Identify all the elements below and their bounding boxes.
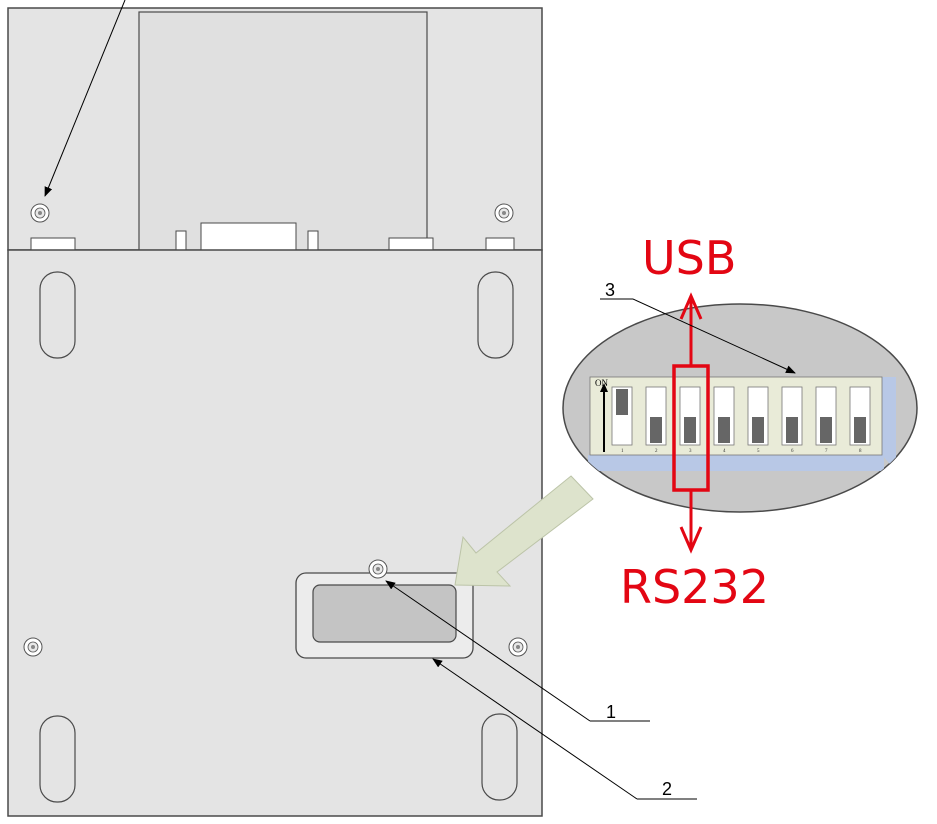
db9-connector <box>200 222 297 251</box>
rs232-arrow-head <box>679 526 703 554</box>
usb-arrow-head <box>679 292 703 320</box>
dip-switch-number: 2 <box>655 449 658 454</box>
dip-switch-number: 5 <box>757 449 760 454</box>
dip-switch-base <box>588 455 884 471</box>
dip-switch-number: 4 <box>723 449 726 454</box>
latch-center-right <box>388 237 434 251</box>
dip-switch-knob <box>854 417 866 443</box>
callout-2: 2 <box>662 779 672 799</box>
latch-left <box>30 237 76 251</box>
slot-bottom-left <box>39 715 76 803</box>
dip-switch-4[interactable]: 4 <box>713 386 735 454</box>
screw-top-left <box>30 203 50 223</box>
connector-pin-left <box>175 230 187 251</box>
dip-switch-8[interactable]: 8 <box>849 386 871 454</box>
screw-mid-left <box>23 637 43 657</box>
slot-top-left <box>39 271 76 359</box>
dip-switch-body <box>589 376 883 456</box>
dip-switch-knob <box>752 417 764 443</box>
dip-switch-1[interactable]: 1 <box>611 386 633 454</box>
dip-switch-number: 3 <box>689 449 692 454</box>
dip-switch-number: 8 <box>859 449 862 454</box>
latch-right <box>485 237 515 251</box>
screw-top-right <box>494 203 514 223</box>
zoom-pointer-arrow <box>454 475 594 587</box>
callout-3: 3 <box>605 280 615 300</box>
on-label: ON <box>595 378 608 388</box>
dip-switch-knob <box>718 417 730 443</box>
callout-lines <box>44 0 796 800</box>
dip-switch-2[interactable]: 2 <box>645 386 667 454</box>
dip-switch-knob <box>684 417 696 443</box>
switch-3-highlight <box>672 292 710 554</box>
lower-housing <box>7 249 543 817</box>
leader-top <box>44 0 126 197</box>
leader-3-arrow <box>632 298 796 374</box>
dip-switch-5[interactable]: 5 <box>747 386 769 454</box>
dip-switch-knob <box>650 417 662 443</box>
dip-switch-number: 7 <box>825 449 828 454</box>
dip-switch-7[interactable]: 7 <box>815 386 837 454</box>
screw-mid-right <box>508 637 528 657</box>
upper-housing <box>7 7 543 251</box>
dip-switch-number: 1 <box>621 449 624 454</box>
dip-switch-knob <box>820 417 832 443</box>
leader-1-arrow <box>385 580 591 722</box>
slot-top-right <box>477 271 514 359</box>
leader-2-arrow <box>432 658 638 800</box>
screw-switch-cover <box>368 559 388 579</box>
dip-switch-knob <box>786 417 798 443</box>
usb-label: USB <box>642 231 736 285</box>
rs232-label: RS232 <box>620 560 769 614</box>
dip-switch-6[interactable]: 6 <box>781 386 803 454</box>
zoom-bubble: ON 1 2 3 4 5 6 7 8 <box>562 303 918 513</box>
connector-pin-right <box>307 230 319 251</box>
dip-switch-side <box>882 377 896 471</box>
dip-switch-knob <box>616 389 628 415</box>
dip-switch-number: 6 <box>791 449 794 454</box>
top-cover-panel <box>138 11 428 251</box>
dip-switch-3[interactable]: 3 <box>679 386 701 454</box>
switch-cover-window <box>312 584 457 643</box>
callout-1: 1 <box>606 702 616 722</box>
slot-bottom-right <box>481 713 518 801</box>
